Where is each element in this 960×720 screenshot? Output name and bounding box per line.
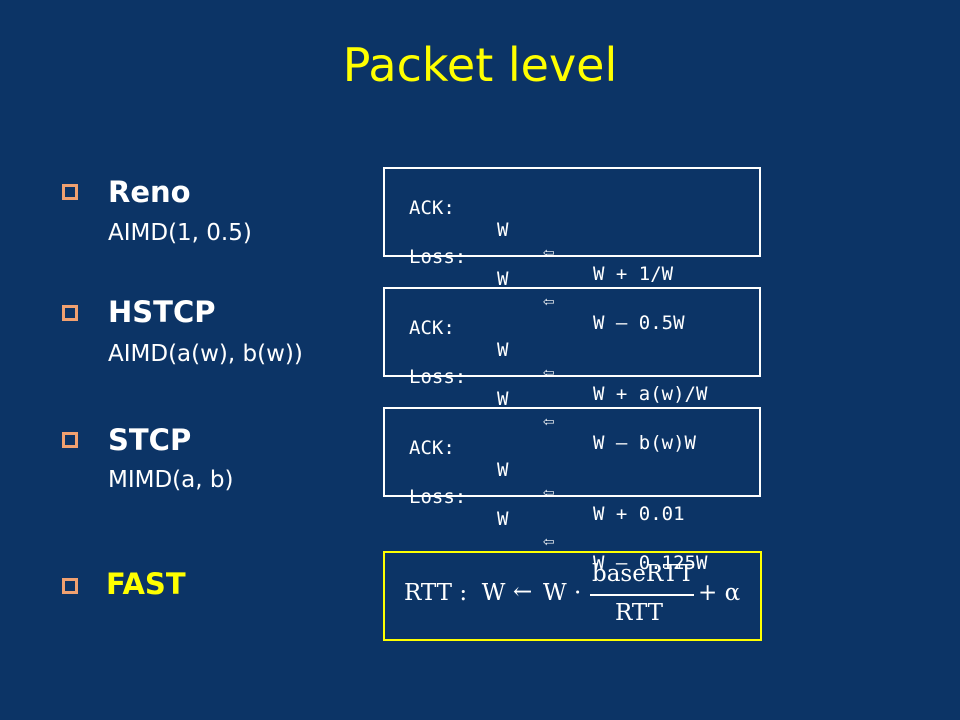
rule-label: Loss: xyxy=(409,366,467,388)
protocol-subtitle-hstcp: AIMD(a(w), b(w)) xyxy=(108,341,303,367)
rule-variable: W xyxy=(497,388,509,410)
left-arrow-icon: ⇦ xyxy=(543,361,555,383)
protocol-name-hstcp: HSTCP xyxy=(108,295,216,329)
loss-rule: Loss: W ⇦ W – b(w)W xyxy=(409,344,696,476)
protocol-subtitle-stcp: MIMD(a, b) xyxy=(108,467,234,493)
rule-expression: W – 0.5W xyxy=(593,312,685,334)
rule-expression: W + 1/W xyxy=(593,263,674,285)
bullet-square-icon xyxy=(62,578,78,594)
bullet-square-icon xyxy=(62,305,78,321)
rule-label: ACK: xyxy=(409,317,455,339)
rule-variable: W xyxy=(497,508,509,530)
formula-box-fast: RTT : W ← W · baseRTT RTT + α xyxy=(383,551,762,641)
slide-title: Packet level xyxy=(342,38,618,92)
rule-label: Loss: xyxy=(409,486,467,508)
formula-lhs: RTT : W xyxy=(404,580,506,606)
left-arrow-icon: ⇦ xyxy=(543,241,555,263)
rule-box-stcp: ACK: W ⇦ W + 0.01 Loss: W ⇦ W – 0.125W xyxy=(383,407,761,574)
ack-rule: ACK: W ⇦ W + 1/W xyxy=(409,175,673,307)
left-arrow-icon: ← xyxy=(513,579,533,605)
protocol-name-fast: FAST xyxy=(106,567,186,601)
left-arrow-icon: ⇦ xyxy=(543,481,555,503)
formula-tail: + α xyxy=(698,580,741,606)
left-arrow-icon: ⇦ xyxy=(543,290,555,312)
rule-expression: W – 0.125W xyxy=(593,552,708,574)
rule-expression: W + a(w)/W xyxy=(593,383,708,405)
loss-rule: Loss: W ⇦ W – 0.5W xyxy=(409,224,685,356)
formula-denominator: RTT xyxy=(615,600,664,626)
bullet-square-icon xyxy=(62,432,78,448)
formula-numerator: baseRTT xyxy=(592,561,694,587)
rule-box-reno: ACK: W ⇦ W + 1/W Loss: W ⇦ W – 0.5W xyxy=(383,167,761,334)
rule-variable: W xyxy=(497,268,509,290)
ack-rule: ACK: W ⇦ W + a(w)/W xyxy=(409,295,707,427)
protocol-name-reno: Reno xyxy=(108,175,191,209)
rule-variable: W xyxy=(497,459,509,481)
rule-expression: W + 0.01 xyxy=(593,503,685,525)
rule-box-hstcp: ACK: W ⇦ W + a(w)/W Loss: W ⇦ W – b(w)W xyxy=(383,287,761,454)
bullet-square-icon xyxy=(62,184,78,200)
left-arrow-icon: ⇦ xyxy=(543,410,555,432)
rule-label: ACK: xyxy=(409,197,455,219)
left-arrow-icon: ⇦ xyxy=(543,530,555,552)
protocol-name-stcp: STCP xyxy=(108,423,192,457)
rule-variable: W xyxy=(497,219,509,241)
rule-label: Loss: xyxy=(409,246,467,268)
rule-label: ACK: xyxy=(409,437,455,459)
rule-variable: W xyxy=(497,339,509,361)
fraction-bar xyxy=(590,594,694,596)
rule-expression: W – b(w)W xyxy=(593,432,696,454)
ack-rule: ACK: W ⇦ W + 0.01 xyxy=(409,415,685,547)
formula-term: W · xyxy=(543,580,582,606)
protocol-subtitle-reno: AIMD(1, 0.5) xyxy=(108,220,252,246)
loss-rule: Loss: W ⇦ W – 0.125W xyxy=(409,464,707,596)
